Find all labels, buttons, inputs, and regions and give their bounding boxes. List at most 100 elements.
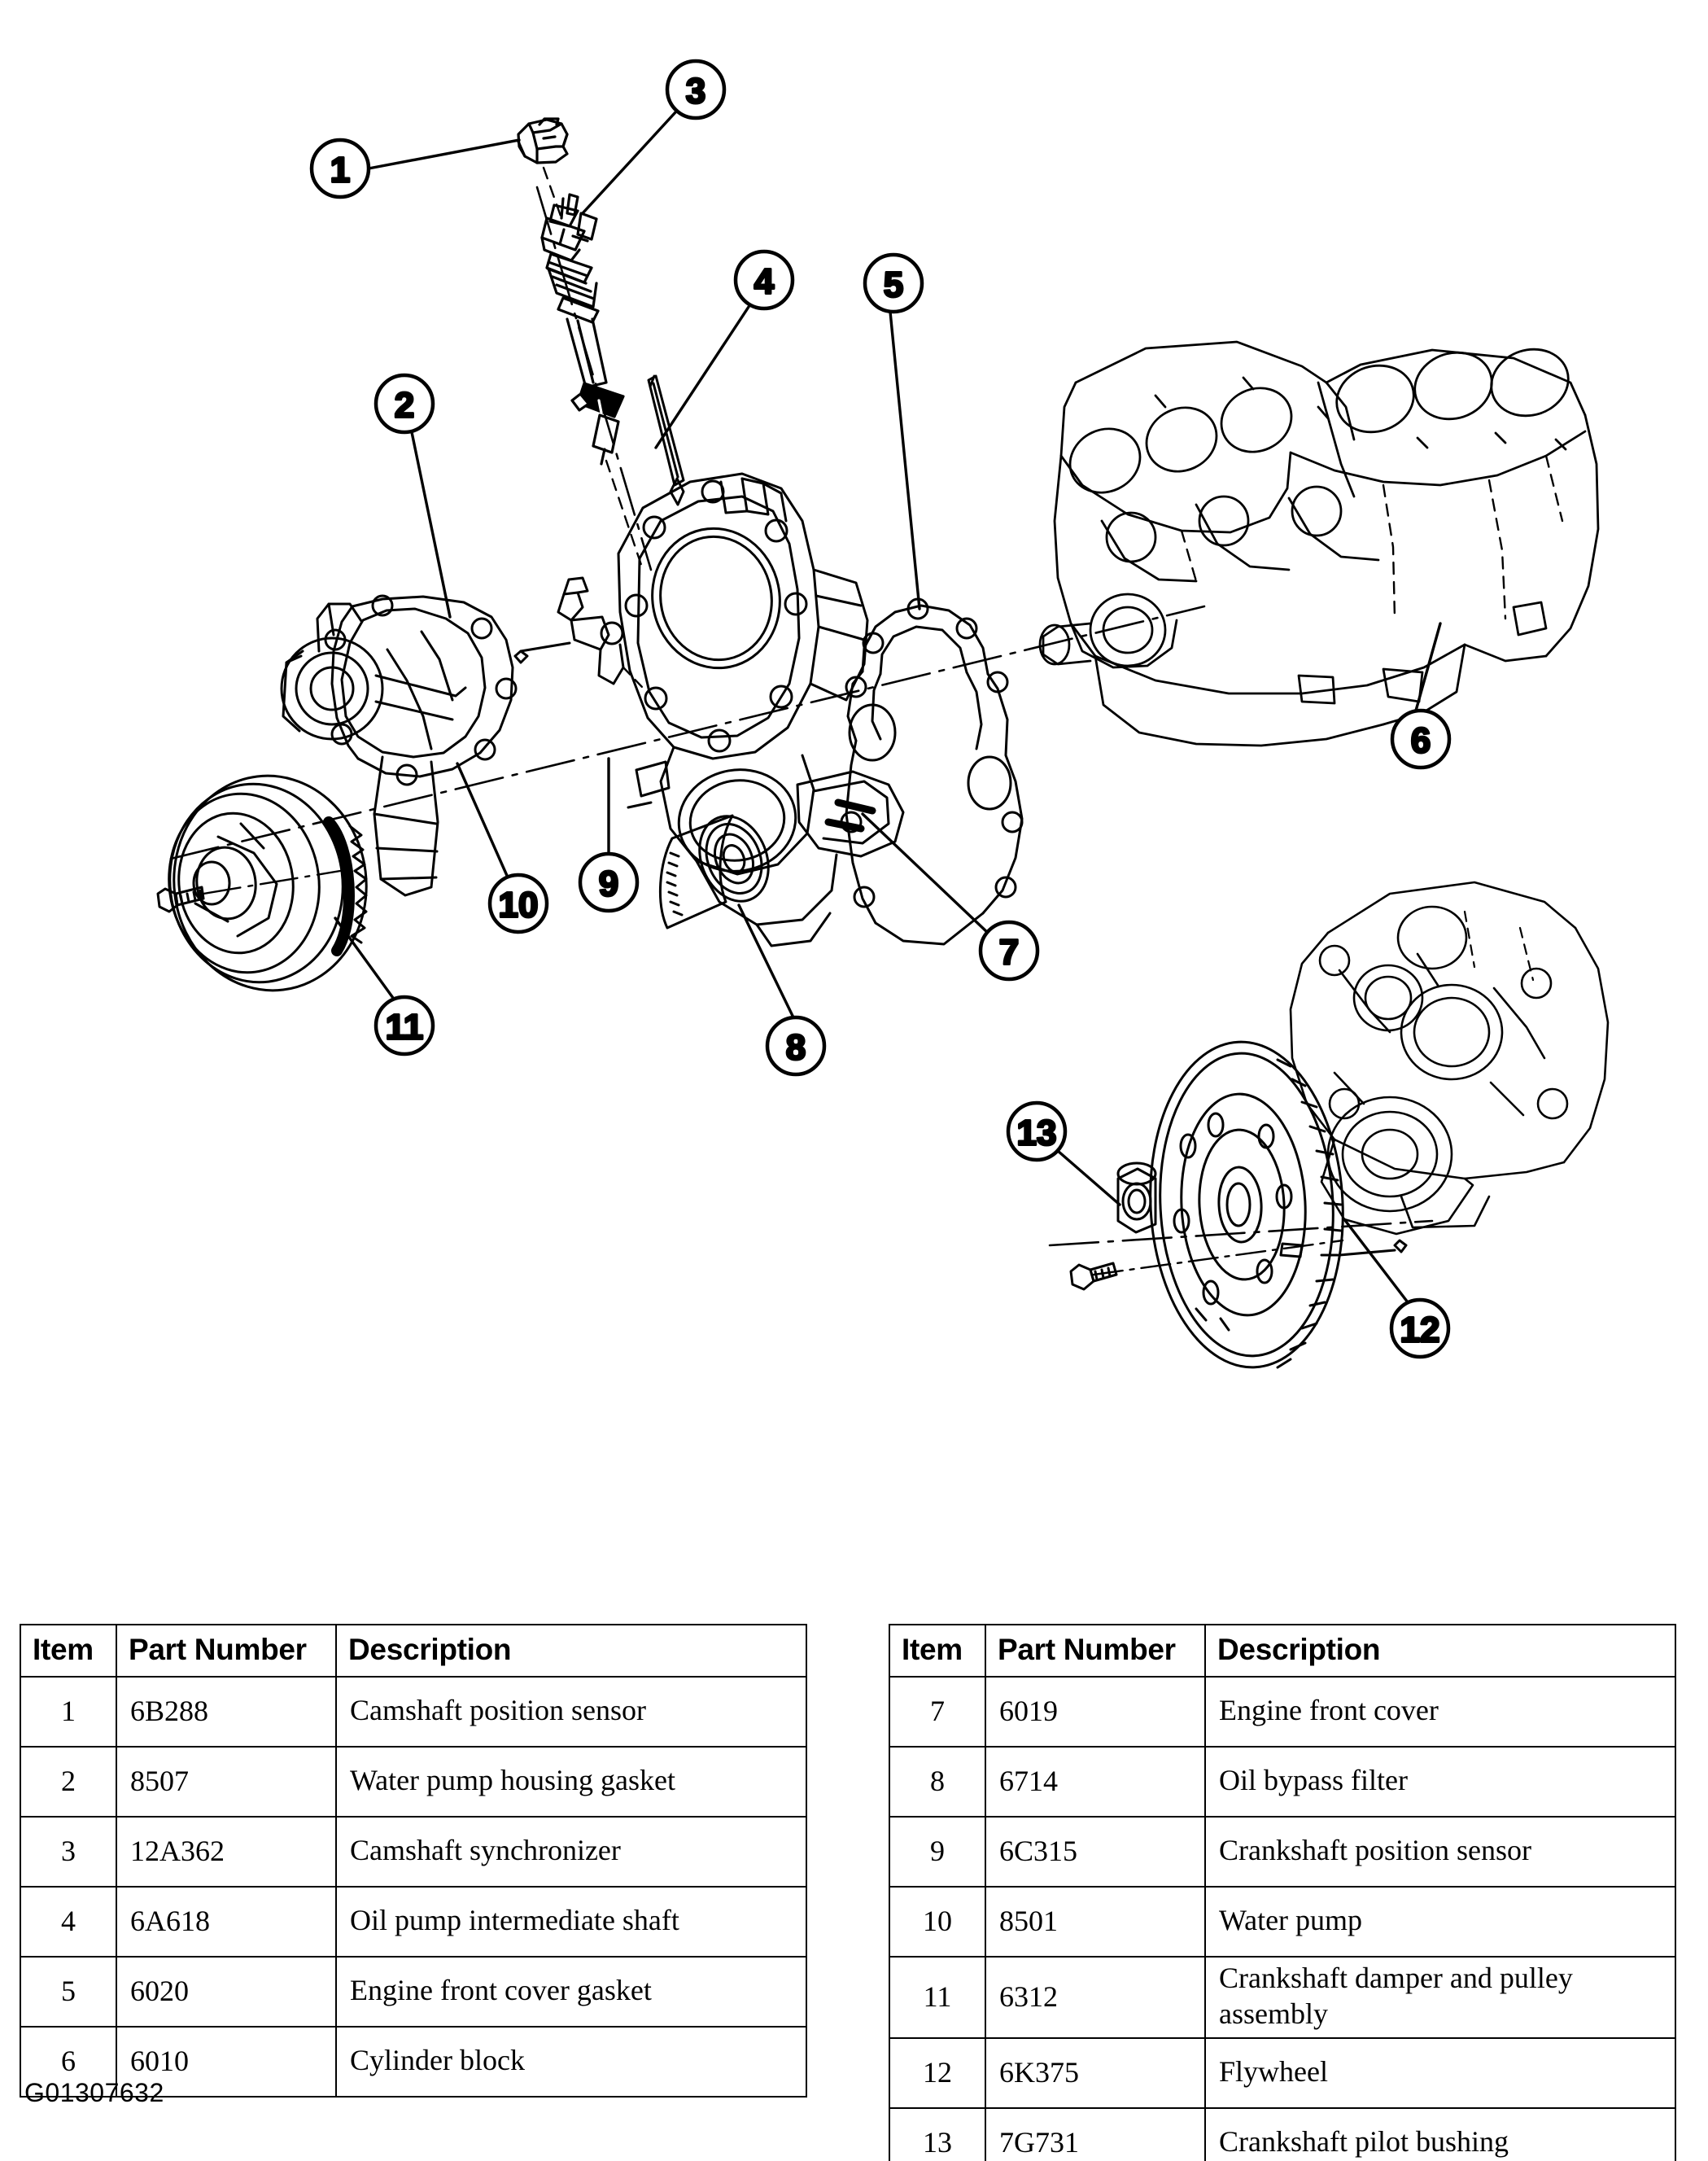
callout-balloon-13: 13: [1006, 1100, 1068, 1162]
table-header-row: Item Part Number Description: [20, 1624, 807, 1678]
callout-balloon-11: 11: [373, 995, 435, 1056]
cell-description: Flywheel: [1204, 2036, 1676, 2109]
cell-description: Water pump: [1204, 1886, 1676, 1958]
cell-description: Engine front cover: [1204, 1676, 1676, 1748]
callout-balloon-6: 6: [1390, 708, 1452, 770]
callout-number-7: 7: [999, 933, 1019, 973]
column-header-description: Description: [1204, 1624, 1676, 1678]
callout-number-5: 5: [884, 265, 903, 305]
callout-number-6: 6: [1411, 721, 1431, 761]
callout-circle-5: [863, 252, 924, 314]
cell-description: Cylinder block: [335, 2026, 807, 2098]
engine-front-cover-gasket-part: [840, 597, 1024, 946]
callout-circle-10: [487, 873, 549, 934]
callout-number-11: 11: [386, 1008, 424, 1048]
synchronizer-alignment-dash: [605, 459, 644, 571]
cell-description: Crankshaft damper and pulley assembly: [1204, 1956, 1676, 2039]
figure-id-label: G01307632: [24, 2078, 164, 2107]
cell-part-number: 6714: [985, 1746, 1206, 1818]
camshaft-position-sensor-part: [517, 117, 569, 164]
water-pump-part: [280, 594, 518, 897]
cell-item: 1: [20, 1676, 117, 1748]
cell-description: Oil pump intermediate shaft: [335, 1886, 807, 1958]
crankshaft-position-sensor-part: [513, 576, 625, 685]
flywheel-part: [1149, 1040, 1344, 1369]
damper-axis-dash: [202, 868, 352, 895]
callout-number-13: 13: [1017, 1113, 1057, 1153]
cell-item: 2: [20, 1746, 117, 1818]
cell-part-number: 6A618: [116, 1886, 337, 1958]
callout-balloon-7: 7: [978, 920, 1040, 982]
oil-bypass-filter-part: [659, 814, 770, 930]
cell-item: 6: [20, 2026, 117, 2098]
callout-number-3: 3: [686, 72, 705, 112]
callout-number-1: 1: [330, 151, 350, 190]
callout-leader-lines: [334, 111, 1442, 1304]
callout-balloon-4: 4: [733, 249, 795, 311]
callout-balloon-12: 12: [1389, 1297, 1451, 1359]
callout-balloon-9: 9: [578, 851, 640, 913]
cell-part-number: 8507: [116, 1746, 337, 1818]
callout-circle-2: [373, 373, 435, 435]
cell-item: 5: [20, 1956, 117, 2028]
callout-balloon-8: 8: [765, 1015, 827, 1077]
cell-description: Camshaft position sensor: [335, 1676, 807, 1748]
cell-item: 9: [889, 1816, 986, 1888]
camshaft-axis-line: [535, 186, 653, 571]
cell-item: 11: [889, 1956, 986, 2039]
table-header-row: Item Part Number Description: [889, 1624, 1676, 1678]
callout-number-8: 8: [786, 1028, 806, 1068]
cell-description: Crankshaft position sensor: [1204, 1816, 1676, 1888]
callout-number-9: 9: [599, 864, 618, 904]
cell-part-number: 6B288: [116, 1676, 337, 1748]
column-header-description: Description: [335, 1624, 807, 1678]
cell-part-number: 6010: [116, 2026, 337, 2098]
cell-part-number: 6K375: [985, 2036, 1206, 2109]
cell-description: Crankshaft pilot bushing: [1204, 2106, 1676, 2161]
column-header-item: Item: [20, 1624, 117, 1678]
cell-item: 12: [889, 2036, 986, 2109]
cell-part-number: 7G731: [985, 2106, 1206, 2161]
cell-item: 8: [889, 1746, 986, 1818]
engine-front-cover-part: [617, 472, 905, 947]
callout-balloon-5: 5: [863, 252, 924, 314]
callout-balloon-3: 3: [665, 59, 727, 120]
callout-circle-6: [1390, 708, 1452, 770]
cell-part-number: 6C315: [985, 1816, 1206, 1888]
callout-circle-11: [373, 995, 435, 1056]
callout-balloon-1: 1: [309, 138, 371, 199]
cell-part-number: 6312: [985, 1956, 1206, 2039]
cell-item: 7: [889, 1676, 986, 1748]
crankshaft-pilot-bushing-part: [1116, 1161, 1157, 1234]
sensor-alignment-dash: [542, 166, 563, 220]
cell-description: Camshaft synchronizer: [335, 1816, 807, 1888]
callout-balloon-10: 10: [487, 873, 549, 934]
crankshaft-damper-bolt-part: [156, 886, 205, 913]
callout-number-12: 12: [1400, 1310, 1440, 1350]
flywheel-bolt-part: [1069, 1262, 1118, 1291]
callout-circle-9: [578, 851, 640, 913]
callout-number-2: 2: [395, 386, 414, 426]
callout-circle-8: [765, 1015, 827, 1077]
column-header-part-number: Part Number: [985, 1624, 1206, 1678]
cell-item: 4: [20, 1886, 117, 1958]
callout-number-10: 10: [499, 886, 539, 925]
callout-circle-1: [309, 138, 371, 199]
callout-circle-3: [665, 59, 727, 120]
